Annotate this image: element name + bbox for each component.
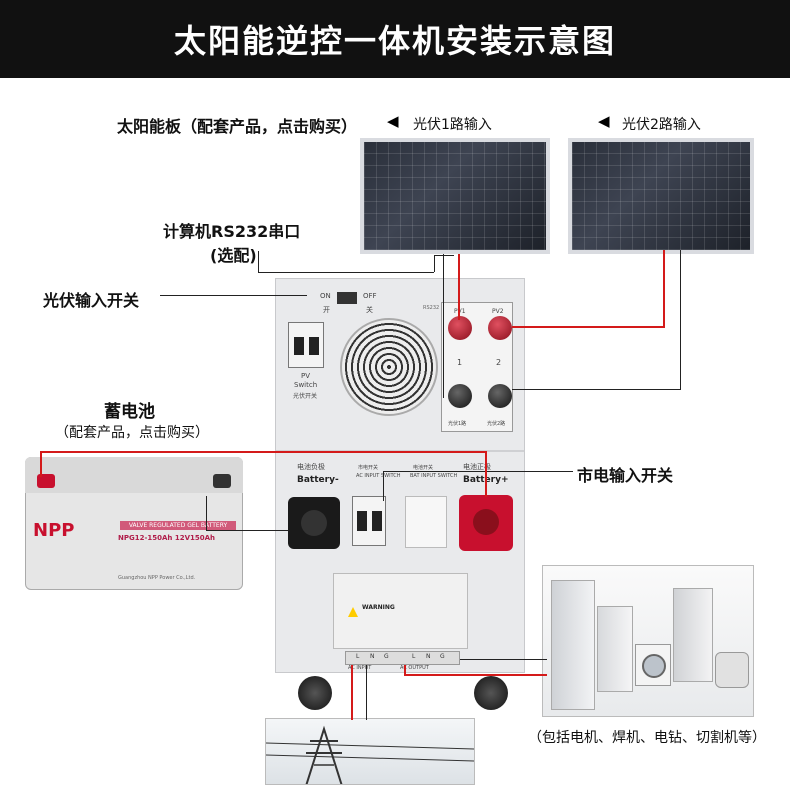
arrow-left-icon: ◀ bbox=[387, 112, 399, 130]
pv1-num: 1 bbox=[457, 358, 463, 367]
leader-rs232-h bbox=[258, 272, 434, 273]
mains-switch-label: 市电输入开关 bbox=[577, 466, 674, 485]
term-in-l: L bbox=[356, 653, 360, 660]
leader-mains-switch bbox=[383, 471, 573, 472]
rs232-label: 计算机RS232串口 bbox=[163, 222, 301, 241]
power-grid-box bbox=[265, 718, 475, 785]
term-out-g: G bbox=[440, 653, 445, 660]
bat-switch-cn: 电池开关 bbox=[413, 465, 434, 471]
battery-pos-cn: 电池正极 bbox=[463, 463, 491, 471]
battery-maker: Guangzhou NPP Power Co.,Ltd. bbox=[118, 575, 196, 581]
battery-pos-post bbox=[37, 474, 55, 488]
battery-positive-terminal[interactable] bbox=[459, 495, 513, 551]
pv2-neg-tag: 光伏2路 bbox=[487, 421, 506, 427]
solar-panel-label[interactable]: 太阳能板（配套产品，点击购买） bbox=[117, 117, 358, 136]
wire-battery-neg-v bbox=[206, 496, 207, 530]
pv-breaker[interactable] bbox=[288, 322, 324, 368]
leader-rs232-v2 bbox=[434, 255, 435, 272]
pv-switch-label: 光伏输入开关 bbox=[43, 291, 140, 310]
wire-ac-input-n bbox=[366, 665, 367, 720]
wire-ac-output-l-v bbox=[404, 665, 406, 675]
warning-label: WARNING bbox=[362, 604, 395, 611]
wire-ac-output-l-h bbox=[404, 674, 547, 676]
wire-ac-output bbox=[460, 659, 547, 660]
pv-switch-cn: 光伏开关 bbox=[293, 393, 318, 400]
wire-battery-pos-v2 bbox=[485, 451, 487, 497]
wheel-left bbox=[298, 676, 332, 710]
battery-lid bbox=[25, 457, 243, 493]
banner-title: 太阳能逆控一体机安装示意图 bbox=[0, 0, 790, 78]
term-out-n: N bbox=[426, 653, 431, 660]
pv-input-2-label: 光伏2路输入 bbox=[622, 117, 701, 133]
leader-rs232-v bbox=[258, 251, 259, 273]
wire-pv1-neg-v bbox=[443, 254, 444, 398]
leader-mains-switch-v bbox=[383, 471, 384, 501]
battery-neg-cn: 电池负极 bbox=[297, 463, 325, 471]
pv-input-1-label: 光伏1路输入 bbox=[413, 117, 492, 133]
on-label: ON bbox=[320, 292, 331, 300]
ac-output-label: AC OUTPUT bbox=[400, 665, 429, 671]
cooling-fan-icon bbox=[340, 318, 438, 416]
solar-panel-2 bbox=[568, 138, 754, 254]
mains-switch-en: AC INPUT SWITCH bbox=[356, 473, 401, 479]
term-in-g: G bbox=[384, 653, 389, 660]
off-cn-label: 关 bbox=[366, 306, 373, 314]
battery-model: NPG12-150Ah 12V150Ah bbox=[118, 534, 216, 542]
on-cn-label: 开 bbox=[323, 306, 330, 314]
solar-panel-1 bbox=[360, 138, 550, 254]
pv2-tag: PV2 bbox=[492, 308, 504, 315]
pv2-positive-terminal[interactable] bbox=[488, 316, 512, 340]
wire-battery-pos-h bbox=[40, 451, 486, 453]
term-out-l: L bbox=[412, 653, 416, 660]
pv2-negative-terminal[interactable] bbox=[488, 384, 512, 408]
bat-switch-en: BAT INPUT SWITCH bbox=[410, 473, 458, 479]
wire-pv1-pos-v bbox=[458, 254, 460, 320]
off-label: OFF bbox=[363, 292, 377, 300]
pv1-neg-tag: 光伏1路 bbox=[448, 421, 467, 427]
bat-input-switch[interactable] bbox=[405, 496, 447, 548]
leader-rs232-h2 bbox=[434, 255, 454, 256]
wire-pv2-neg-h bbox=[512, 389, 681, 390]
rs232-note: (选配) bbox=[210, 246, 257, 265]
battery-negative-terminal[interactable] bbox=[288, 497, 340, 549]
wire-pv2-pos-v bbox=[663, 250, 665, 328]
ac-terminal-strip bbox=[345, 651, 460, 665]
wire-ac-input-l bbox=[351, 665, 353, 720]
battery-note[interactable]: （配套产品，点击购买） bbox=[55, 425, 209, 441]
pv-switch-en2: Switch bbox=[294, 381, 318, 389]
battery-type: VALVE REGULATED GEL BATTERY bbox=[120, 521, 236, 530]
appliances-note: （包括电机、焊机、电钻、切割机等） bbox=[528, 730, 766, 746]
wire-pv2-neg-v bbox=[680, 250, 681, 390]
power-tower-icon bbox=[266, 725, 474, 784]
pv-switch-en: PV bbox=[301, 372, 311, 380]
mains-breaker[interactable] bbox=[352, 496, 386, 546]
wire-battery-neg-h bbox=[206, 530, 290, 531]
battery-neg-en: Battery- bbox=[297, 475, 339, 485]
battery-label: 蓄电池 bbox=[104, 402, 155, 422]
pv1-positive-terminal[interactable] bbox=[448, 316, 472, 340]
ac-cover-plate bbox=[333, 573, 468, 649]
warning-icon bbox=[348, 607, 358, 617]
wire-battery-pos-v bbox=[40, 451, 42, 477]
mains-switch-cn: 市电开关 bbox=[358, 465, 379, 471]
power-switch[interactable] bbox=[337, 292, 357, 304]
leader-pv-switch bbox=[160, 295, 307, 296]
wire-pv2-pos-h bbox=[512, 326, 665, 328]
rs232-tag: RS232 bbox=[423, 305, 440, 311]
ac-input-label: AC INPUT bbox=[348, 665, 372, 671]
term-in-n: N bbox=[370, 653, 375, 660]
appliances-box bbox=[542, 565, 754, 717]
pv1-negative-terminal[interactable] bbox=[448, 384, 472, 408]
pv2-num: 2 bbox=[496, 358, 502, 367]
battery-neg-post bbox=[213, 474, 231, 488]
wheel-right bbox=[474, 676, 508, 710]
battery-brand: NPP bbox=[33, 520, 75, 541]
arrow-left-icon-2: ◀ bbox=[598, 112, 610, 130]
